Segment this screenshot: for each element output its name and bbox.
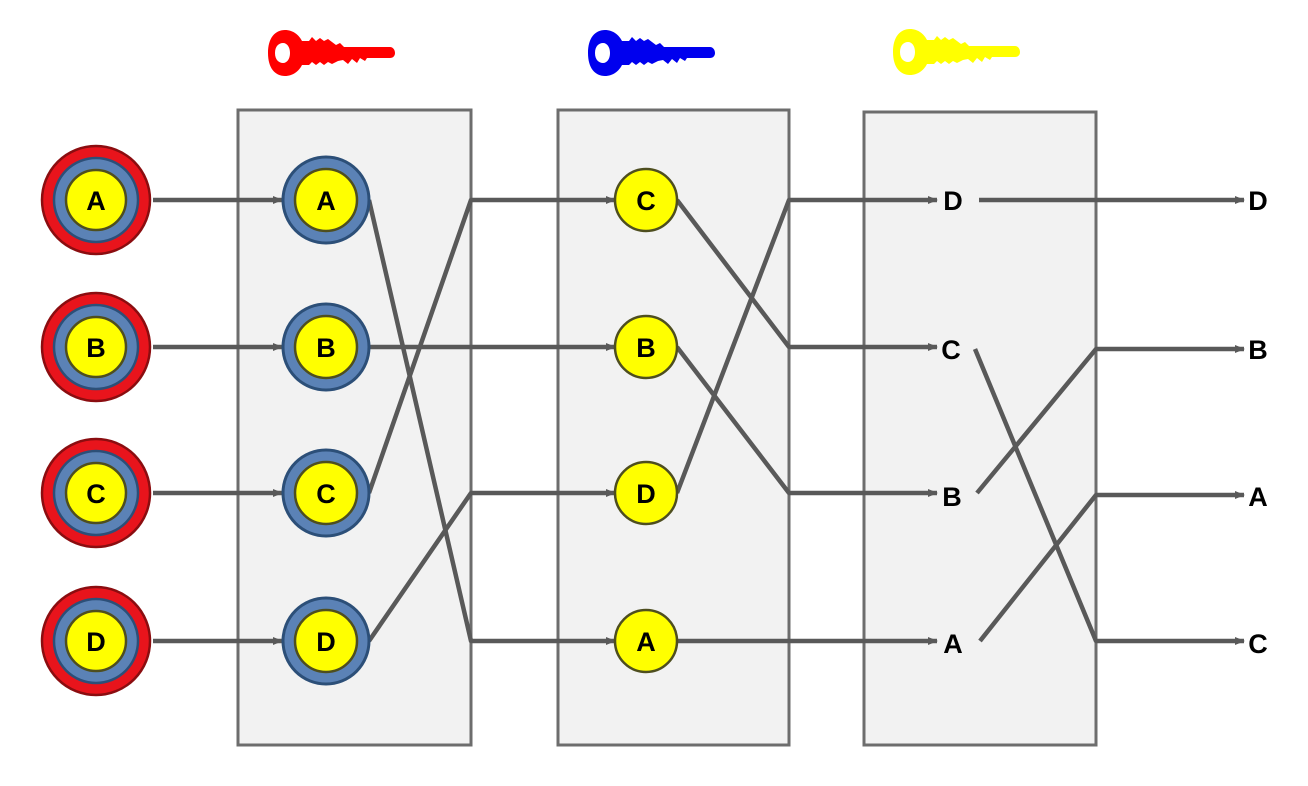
stage3-label-1: D xyxy=(943,186,963,216)
stage3-label-3: B xyxy=(942,482,962,512)
key-icon-1 xyxy=(268,30,395,76)
stage2-label-2: B xyxy=(636,333,656,363)
keys xyxy=(268,29,1020,76)
stage2-labels: C B D A xyxy=(636,186,656,657)
connector-s1-d xyxy=(367,489,616,643)
connector-s3-a xyxy=(978,491,1245,643)
connector-s3-b xyxy=(975,345,1245,495)
stage2-label-4: A xyxy=(636,627,656,657)
input-core-2 xyxy=(64,315,128,379)
key-icon-3 xyxy=(893,29,1020,75)
input-core-3 xyxy=(64,461,128,525)
input-label-2: B xyxy=(86,333,106,363)
stage2-core-3 xyxy=(613,460,679,526)
stage1-label-3: C xyxy=(316,479,336,509)
output-label-2: B xyxy=(1248,335,1268,365)
stage1-label-2: B xyxy=(316,333,336,363)
input-labels: A B C D xyxy=(86,186,106,657)
stage1-core-2 xyxy=(293,314,359,380)
output-label-3: A xyxy=(1248,482,1268,512)
connector-s1-c xyxy=(366,196,616,494)
stage2-core-4 xyxy=(613,608,679,674)
stage3-label-4: A xyxy=(943,629,963,659)
connections xyxy=(153,196,1245,645)
input-core-1 xyxy=(64,168,128,232)
output-label-1: D xyxy=(1248,186,1268,216)
stage2-core-1 xyxy=(613,167,679,233)
input-label-4: D xyxy=(86,627,106,657)
stage1-core-3 xyxy=(293,460,359,526)
stage3-box xyxy=(862,110,1098,747)
connector-s2-c xyxy=(675,198,938,351)
stage1-labels: A B C D xyxy=(316,186,336,657)
output-labels: D B A C xyxy=(1248,186,1268,659)
stage1-label-4: D xyxy=(316,627,336,657)
stage1-core-1 xyxy=(293,167,359,233)
output-label-4: C xyxy=(1248,629,1268,659)
connector-s2-d xyxy=(674,196,938,494)
input-label-3: C xyxy=(86,479,106,509)
input-label-1: A xyxy=(86,186,106,216)
stage1-label-1: A xyxy=(316,186,336,216)
stage3-label-2: C xyxy=(941,335,961,365)
stage2-core-2 xyxy=(613,314,679,380)
nodes xyxy=(40,144,679,697)
stage2-label-1: C xyxy=(636,186,656,216)
stage1-core-4 xyxy=(293,608,359,674)
stage3-labels: D C B A xyxy=(941,186,963,659)
stage2-label-3: D xyxy=(636,479,656,509)
input-core-4 xyxy=(64,609,128,673)
key-icon-2 xyxy=(588,30,715,76)
